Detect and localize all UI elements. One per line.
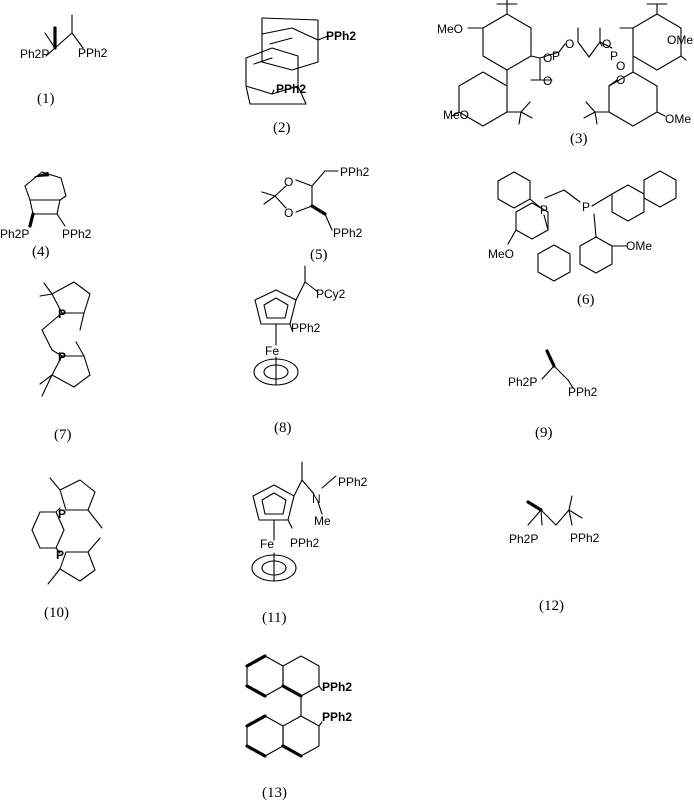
structure-label: PPh2: [276, 82, 306, 96]
structure-label: P: [58, 307, 66, 321]
compound-number: (11): [262, 610, 286, 626]
structure-label: PPh2: [326, 29, 356, 43]
compound-10: P P (10): [31, 477, 103, 621]
compound-3: MeO OMe MeO OMe O O P P O O O O (3): [437, 0, 693, 147]
structure-label: P: [552, 49, 560, 63]
structure-label: OMe: [626, 239, 652, 253]
structure-label: P: [58, 507, 66, 521]
structure-label: O: [565, 37, 574, 51]
compound-number: (4): [32, 244, 50, 260]
structure-label: PPh2: [290, 536, 320, 550]
structure-label: Ph2P: [508, 375, 537, 389]
structure-label: PPh2: [333, 226, 363, 240]
structure-label: O: [543, 74, 552, 88]
structure-label: P: [582, 200, 590, 214]
compound-number: (5): [310, 247, 328, 263]
compound-7: P P (7): [39, 281, 91, 443]
compound-number: (13): [262, 785, 287, 800]
structure-label: Ph2P: [0, 227, 29, 241]
structure-label: P: [56, 548, 64, 562]
structure-label: O: [284, 175, 293, 189]
structure-label: P: [540, 203, 548, 217]
structure-label: Ph2P: [20, 47, 49, 61]
compound-8: PCy2 PPh2 Fe (8): [253, 265, 346, 436]
compound-number: (7): [54, 427, 72, 443]
structure-label: PPh2: [62, 227, 92, 241]
structure-label: O: [543, 51, 552, 65]
structure-label: Fe: [260, 537, 274, 551]
compound-number: (9): [535, 425, 553, 441]
structure-label: OMe: [665, 112, 691, 126]
compound-11: N PPh2 Me PPh2 Fe (11): [251, 461, 368, 626]
structure-label: Fe: [265, 344, 279, 358]
structure-label: Me: [314, 514, 331, 528]
structure-label: PPh2: [338, 475, 368, 489]
compound-number: (3): [570, 131, 588, 147]
structure-label: O: [616, 73, 625, 87]
compound-6: P P MeO OMe (6): [488, 170, 677, 308]
structure-label: PPh2: [322, 710, 352, 724]
compound-number: (12): [539, 598, 564, 614]
structure-label: Ph2P: [509, 532, 538, 546]
structure-label: MeO: [437, 22, 463, 36]
structure-label: PCy2: [316, 287, 346, 301]
structure-label: O: [602, 37, 611, 51]
compound-number: (10): [44, 605, 69, 621]
structure-label: O: [284, 206, 293, 220]
structure-label: MeO: [488, 247, 514, 261]
structure-label: N: [312, 492, 321, 506]
compound-number: (2): [273, 120, 291, 136]
compound-1: Ph2P PPh2 (1): [20, 14, 108, 107]
compound-12: Ph2P PPh2 (12): [509, 495, 600, 614]
compound-9: Ph2P PPh2 (9): [508, 349, 598, 441]
structure-label: PPh2: [568, 385, 598, 399]
compound-number: (1): [37, 91, 55, 107]
structure-label: P: [58, 350, 66, 364]
compound-5: O O PPh2 PPh2 (5): [261, 165, 370, 263]
compound-4: Ph2P PPh2 (4): [0, 171, 92, 260]
structure-label: PPh2: [340, 165, 370, 179]
structure-label: P: [610, 49, 618, 63]
compound-13: PPh2 PPh2 (13): [245, 654, 352, 800]
compound-2: PPh2 PPh2 (2): [245, 17, 356, 136]
structure-label: PPh2: [291, 321, 321, 335]
structure-label: O: [616, 59, 625, 73]
compound-number: (6): [577, 292, 595, 308]
structure-label: PPh2: [322, 680, 352, 694]
compound-number: (8): [274, 420, 292, 436]
structure-label: OMe: [667, 33, 693, 47]
structure-label: PPh2: [570, 531, 600, 545]
structure-label: PPh2: [78, 46, 108, 60]
structure-label: MeO: [443, 108, 469, 122]
